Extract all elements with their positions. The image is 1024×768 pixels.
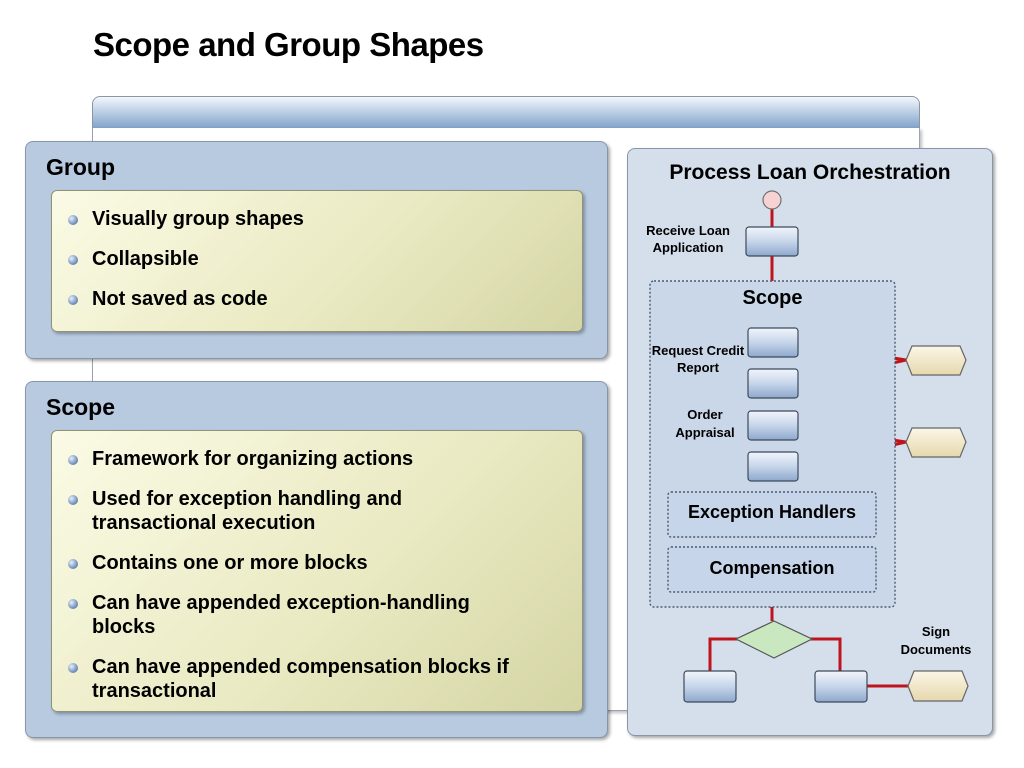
receive-loan-label: Receive Loan Application bbox=[646, 223, 730, 255]
orchestration-diagram-panel: Process Loan Orchestration Receive Loan … bbox=[627, 148, 993, 736]
list-item: Collapsible bbox=[66, 247, 304, 271]
branch-left-shape bbox=[683, 670, 737, 703]
compensation-label: Compensation bbox=[709, 558, 835, 578]
bullet-text: Can have appended compensation blocks if… bbox=[92, 656, 509, 702]
port-shape-sign bbox=[907, 670, 969, 702]
scope-content-box: Framework for organizing actions Used fo… bbox=[51, 430, 583, 712]
bullet-text: Visually group shapes bbox=[92, 208, 304, 230]
order-appraisal-label: Order Appraisal bbox=[675, 407, 735, 440]
start-node-icon bbox=[762, 190, 782, 210]
decision-diamond-icon bbox=[734, 620, 814, 659]
list-item: Framework for organizing actions bbox=[66, 447, 536, 471]
bullet-text: Can have appended exception-handling blo… bbox=[92, 592, 470, 638]
scope-bullet-list: Framework for organizing actions Used fo… bbox=[66, 447, 536, 719]
bullet-icon bbox=[68, 255, 78, 265]
bullet-icon bbox=[68, 663, 78, 673]
port-shape-credit bbox=[905, 345, 967, 376]
scope-label: Scope bbox=[742, 287, 803, 309]
bullet-text: Framework for organizing actions bbox=[92, 448, 414, 470]
order-appraisal-receive-shape bbox=[747, 451, 799, 482]
list-item: Visually group shapes bbox=[66, 207, 304, 231]
bullet-text: Contains one or more blocks bbox=[92, 552, 368, 574]
scope-heading: Scope bbox=[46, 394, 116, 420]
bullet-text: Collapsible bbox=[92, 248, 199, 270]
group-panel: Group Visually group shapes Collapsible … bbox=[25, 141, 608, 359]
bullet-icon bbox=[68, 599, 78, 609]
diagram-title: Process Loan Orchestration bbox=[669, 161, 951, 184]
exception-handlers-block bbox=[667, 491, 877, 538]
list-item: Contains one or more blocks bbox=[66, 551, 536, 575]
orchestration-diagram bbox=[649, 190, 969, 703]
receive-shape bbox=[745, 226, 799, 257]
order-appraisal-send-shape bbox=[747, 410, 799, 441]
group-content-box: Visually group shapes Collapsible Not sa… bbox=[51, 190, 583, 332]
list-item: Can have appended compensation blocks if… bbox=[66, 655, 522, 703]
list-item: Can have appended exception-handling blo… bbox=[66, 591, 536, 639]
compensation-block bbox=[667, 546, 877, 593]
request-credit-receive-shape bbox=[747, 368, 799, 399]
list-item: Used for exception handling and transact… bbox=[66, 487, 432, 535]
bullet-icon bbox=[68, 215, 78, 225]
port-shape-appraisal bbox=[905, 427, 967, 458]
scope-panel: Scope Framework for organizing actions U… bbox=[25, 381, 608, 738]
bullet-text: Not saved as code bbox=[92, 288, 268, 310]
request-credit-send-shape bbox=[747, 327, 799, 358]
bullet-icon bbox=[68, 495, 78, 505]
page-title: Scope and Group Shapes bbox=[93, 26, 484, 63]
exception-handlers-label: Exception Handlers bbox=[687, 502, 857, 522]
bullet-icon bbox=[68, 559, 78, 569]
background-header-bar bbox=[92, 96, 920, 130]
list-item: Not saved as code bbox=[66, 287, 304, 311]
group-heading: Group bbox=[46, 154, 115, 180]
group-bullet-list: Visually group shapes Collapsible Not sa… bbox=[66, 207, 304, 327]
bullet-text: Used for exception handling and transact… bbox=[92, 488, 403, 534]
bullet-icon bbox=[68, 295, 78, 305]
request-credit-label: Request Credit Report bbox=[651, 343, 745, 375]
bullet-icon bbox=[68, 455, 78, 465]
sign-documents-label: Sign Documents bbox=[900, 624, 972, 657]
sign-documents-shape bbox=[814, 670, 868, 703]
